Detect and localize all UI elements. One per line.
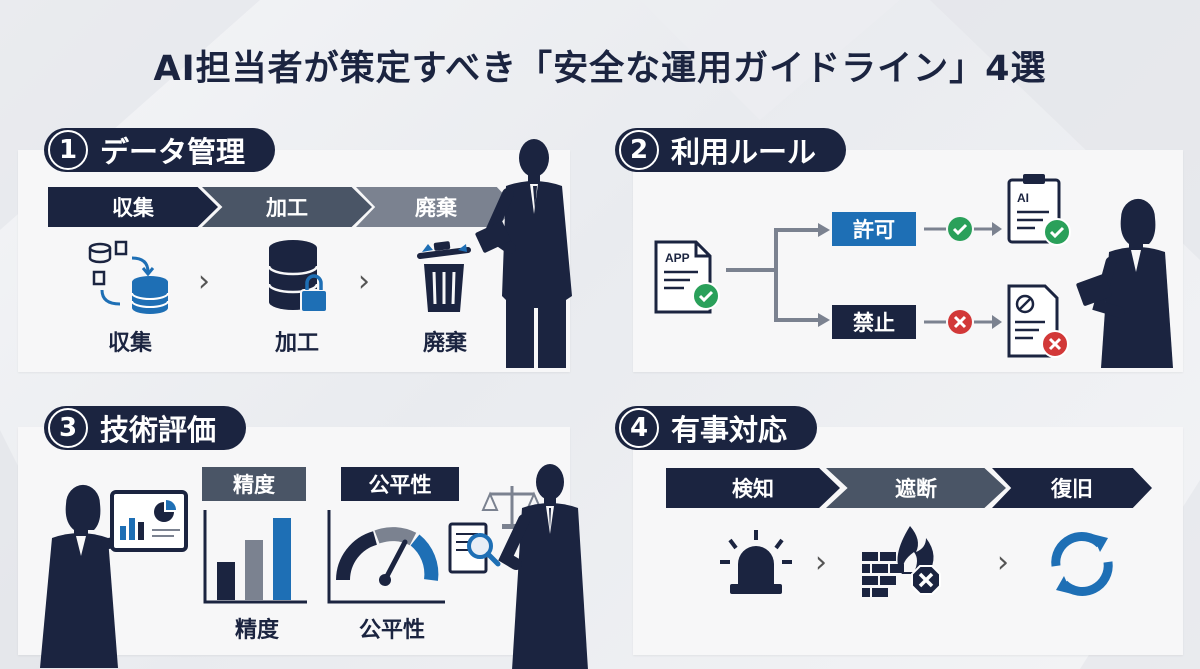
step-collect-chevron: 収集: [48, 187, 218, 227]
fairness-label-text: 公平性: [368, 473, 432, 497]
dispose-caption: 廃棄: [422, 331, 467, 356]
section-1-badge: 1 データ管理: [44, 128, 276, 172]
accuracy-label: 精度: [202, 467, 306, 501]
section-3-badge: 3 技術評価: [44, 406, 247, 450]
arrow-right-icon: ›: [198, 264, 210, 299]
app-doc-text: APP: [665, 251, 690, 265]
data-collect-icon: [88, 240, 169, 314]
app-document-icon: APP: [654, 240, 720, 314]
recovery-cycle-icon: [1051, 532, 1113, 596]
firewall-block-icon: [862, 526, 941, 597]
section-4-heading: 有事対応: [671, 413, 788, 447]
document-inspection-icon: [448, 522, 501, 574]
step-block-label: 遮断: [895, 477, 937, 501]
arrow-right-icon: ›: [815, 545, 827, 580]
deny-text: 禁止: [853, 311, 895, 335]
businesswoman-silhouette: [40, 484, 188, 668]
step-dispose-label: 廃棄: [415, 196, 457, 220]
ai-doc-text: AI: [1017, 191, 1029, 205]
ai-clipboard-icon: AI: [1007, 174, 1071, 246]
step-process-label: 加工: [266, 196, 308, 220]
trash-bin-icon: [417, 241, 471, 312]
arrow-right-icon: ›: [358, 264, 370, 299]
allow-text: 許可: [853, 218, 895, 242]
businesswoman-silhouette: [1076, 198, 1173, 368]
section-1-heading: データ管理: [100, 135, 246, 169]
businessman-silhouette: [475, 139, 572, 368]
database-lock-icon: [267, 240, 328, 313]
collect-caption: 収集: [107, 331, 152, 356]
businessman-silhouette: [498, 464, 588, 669]
step-detect-chevron: 検知: [666, 468, 840, 508]
allow-label: 許可: [832, 212, 916, 246]
step-collect-label: 収集: [112, 196, 154, 220]
alarm-siren-icon: [720, 530, 792, 594]
section-1-number: 1: [48, 130, 88, 170]
step-block-chevron: 遮断: [826, 468, 1006, 508]
accuracy-bar-chart-icon: [203, 510, 307, 604]
fairness-label: 公平性: [341, 467, 459, 501]
deny-label: 禁止: [832, 305, 916, 339]
section-3-number: 3: [48, 408, 88, 448]
section-3-heading: 技術評価: [100, 413, 217, 447]
prohibited-document-icon: [1007, 284, 1069, 358]
allow-check-icon: [924, 217, 1002, 241]
step-process-chevron: 加工: [202, 187, 372, 227]
fairness-caption: 公平性: [358, 618, 425, 643]
step-dispose-chevron: 廃棄: [356, 187, 516, 227]
step-recover-label: 復旧: [1051, 477, 1093, 501]
section-4-badge: 4 有事対応: [615, 406, 818, 450]
accuracy-caption: 精度: [234, 618, 279, 643]
process-caption: 加工: [274, 331, 319, 356]
fairness-gauge-icon: [327, 510, 445, 604]
step-detect-label: 検知: [732, 477, 774, 501]
page-title: AI担当者が策定すべき「安全な運用ガイドライン」4選: [153, 49, 1047, 89]
rule-branch-connector: [726, 223, 830, 327]
section-2-number: 2: [619, 130, 659, 170]
section-2-heading: 利用ルール: [671, 135, 817, 169]
arrow-right-icon: ›: [997, 545, 1009, 580]
section-2-badge: 2 利用ルール: [615, 128, 847, 172]
section-4-number: 4: [619, 408, 659, 448]
deny-cross-icon: [924, 310, 1002, 334]
step-recover-chevron: 復旧: [992, 468, 1152, 508]
accuracy-label-text: 精度: [233, 473, 275, 497]
